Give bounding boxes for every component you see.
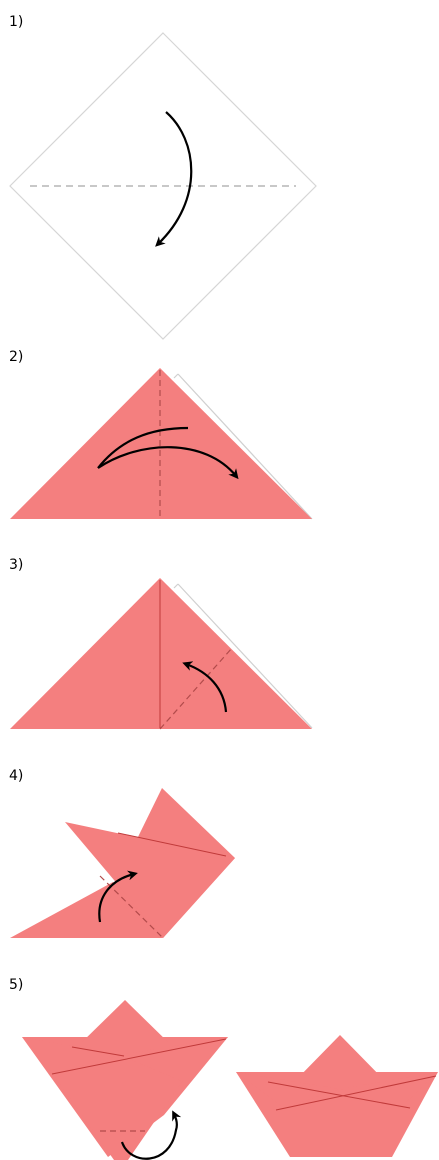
step-5-right-diagram [236,1035,438,1157]
left-wing [22,1037,120,1072]
cup-body-lower [50,1070,190,1160]
diagonal-valley-fold [159,647,233,730]
top-point [78,1000,172,1046]
left-triangle-body [10,882,163,938]
triangle-paper [10,578,312,729]
step-1-label: 1) [9,14,24,30]
fold-up-arrow [182,661,228,713]
step-3-diagram [10,578,313,730]
folded-flap [65,822,235,938]
fold-arc-arrow [97,446,239,480]
fold-up-arrow [98,870,138,923]
back-layer-edge [177,373,313,520]
back-layer-edge [177,583,313,729]
result-left-wing [236,1072,340,1108]
fold-down-arrow [155,111,193,247]
step-2-label: 2) [9,349,24,365]
back-layer-tip [173,373,179,379]
triangle-paper [10,368,312,519]
result-crease-1 [267,1081,411,1109]
fold-arc-short [97,426,189,469]
step-3-label: 3) [9,557,24,573]
result-top-point [294,1035,386,1082]
step-5-label: 5) [9,977,24,993]
flap-crease [117,832,227,857]
step-1-diagram [9,32,317,340]
step-4-label: 4) [9,768,24,784]
crease-2 [51,1038,227,1075]
step-4-diagram [10,788,235,939]
back-layer-tip [173,583,179,589]
result-crease-2 [275,1075,437,1111]
step-2-diagram [10,368,313,520]
right-wing [120,1037,228,1082]
crease-1 [71,1046,125,1057]
step-5-left-diagram [22,1000,228,1160]
turn-over-arrow [120,1110,182,1160]
